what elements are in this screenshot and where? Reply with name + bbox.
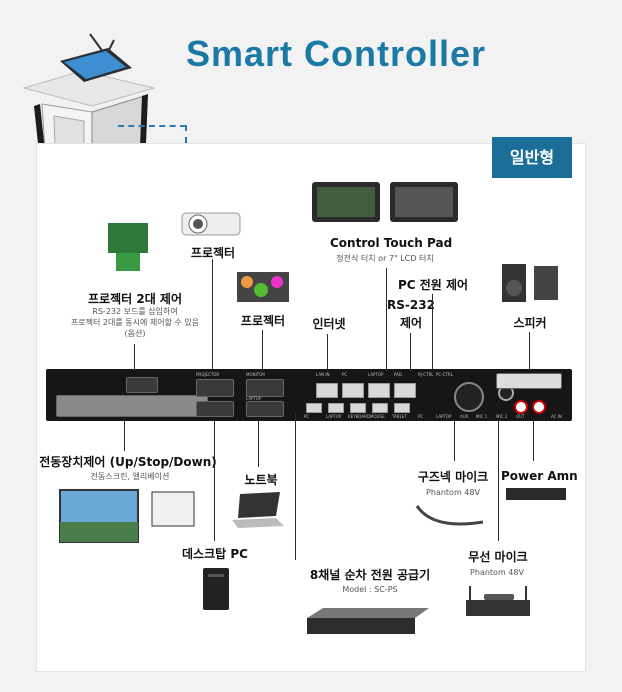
gooseneck-label: 구즈넥 마이크: [417, 470, 489, 484]
dual-projector-sub2: 프로젝터 2대를 동시에 제어할 수 있음: [70, 318, 200, 327]
line-projector-top: [212, 259, 213, 369]
port-label: AUX: [460, 414, 469, 419]
port-label: KEYBOARD: [348, 414, 370, 419]
notebook-icon: [232, 492, 284, 528]
rs232-label-b: 제어: [399, 316, 423, 330]
usb-tablet-port: [394, 403, 410, 413]
port-label: RJ-CTRL: [418, 372, 434, 377]
terminal-block: [56, 395, 208, 417]
line-desktop: [214, 421, 215, 541]
usb-pc-port: [306, 403, 322, 413]
line-power-amp: [533, 421, 534, 461]
port-label: LAPTOP: [326, 414, 342, 419]
control-pad-sub: 정전식 터치 or 7" LCD 터치: [336, 254, 434, 263]
port-label: LAPTOP: [436, 414, 452, 419]
port-label: MONITOR: [246, 372, 266, 377]
rca-out-port: [514, 400, 546, 414]
notebook-label: 노트북: [244, 473, 278, 487]
usb-keyboard-port: [350, 403, 366, 413]
sequencer-label: 8채널 순차 전원 공급기: [309, 568, 431, 582]
line-speaker: [529, 332, 530, 369]
sequencer-icon: [307, 608, 429, 634]
laptop-vga-port: [246, 401, 284, 417]
relay-port: [126, 377, 158, 393]
dual-projector-sub1: RS-232 보드를 삽입하여: [92, 307, 178, 316]
line-pad: [386, 268, 387, 369]
speaker-terminal: [496, 373, 562, 389]
line-dual-projector: [134, 344, 135, 378]
desktop-label: 데스크탑 PC: [182, 547, 248, 561]
projector-top-icon: [181, 212, 241, 236]
sequencer-sub: Model : SC-PS: [342, 585, 398, 594]
rs232-label: RS-232: [387, 298, 435, 312]
projector-port: [196, 379, 234, 397]
line-projector2: [262, 330, 263, 369]
lan-in-port: [316, 383, 338, 398]
podium-connector: [118, 125, 186, 127]
speaker-label: 스피커: [513, 316, 547, 330]
monitor-port: [246, 379, 284, 397]
pc-vga-port: [196, 401, 234, 417]
port-label: MIC 2: [496, 414, 508, 419]
projector2-icon: [237, 272, 289, 302]
port-label: MIC 1: [476, 414, 488, 419]
line-wireless: [498, 421, 499, 541]
pc-power-label: PC 전원 제어: [397, 278, 469, 292]
power-amp-label: Power Amn: [501, 469, 578, 483]
internet-label: 인터넷: [312, 317, 346, 331]
rs232-board-icon: [108, 223, 148, 271]
line-motor: [124, 421, 125, 451]
controller-device: PROJECTOR MONITOR LAN IN PC LAPTOP PAD RJ-CTRL…: [46, 369, 572, 421]
dual-projector-label: 프로젝터 2대 제어: [88, 292, 182, 306]
port-label: PC: [418, 414, 424, 419]
line-gooseneck: [454, 421, 455, 461]
wireless-label: 무선 마이크: [468, 550, 528, 564]
port-label: MOUSE: [370, 414, 385, 419]
desktop-icon: [203, 568, 229, 610]
line-pc-power: [432, 294, 433, 369]
laptop-lan-port: [368, 383, 390, 398]
port-label: PROJECTOR: [196, 372, 220, 377]
port-label: LAPTOP: [368, 372, 384, 377]
dual-projector-sub3: (옵션): [124, 329, 146, 338]
line-notebook: [258, 421, 259, 467]
pc-lan-port: [342, 383, 364, 398]
motor-screen-icon: [59, 489, 195, 543]
line-internet: [327, 334, 328, 369]
gooseneck-sub: Phantom 48V: [426, 488, 480, 497]
power-amp-icon: [506, 488, 566, 500]
mic1-port: [454, 382, 484, 412]
port-label: PC: [304, 414, 310, 419]
port-label: PAD: [394, 372, 402, 377]
line-rs232: [410, 333, 411, 369]
gooseneck-mic-icon: [415, 505, 484, 526]
motor-label: 전동장치제어 (Up/Stop/Down): [39, 455, 217, 469]
pad-port: [394, 383, 416, 398]
port-label: OUT: [516, 414, 525, 419]
motor-sub: 전동스크린, 엘리베이션: [90, 472, 170, 481]
type-badge: 일반형: [492, 137, 572, 178]
line-sequencer: [295, 412, 296, 560]
usb-mouse-port: [372, 403, 388, 413]
control-pad-icon: [312, 182, 458, 222]
port-label: PC-CTRL: [436, 372, 453, 377]
wireless-sub: Phantom 48V: [470, 568, 524, 577]
projector-top-label: 프로젝터: [190, 246, 236, 260]
usb-laptop-port: [328, 403, 344, 413]
port-label: LAN IN: [316, 372, 330, 377]
port-label: AC IN: [551, 414, 562, 419]
wireless-mic-icon: [466, 586, 530, 616]
projector2-label: 프로젝터: [240, 314, 286, 328]
port-label: LAPTOP: [246, 396, 262, 401]
port-label: TABLET: [392, 414, 407, 419]
control-pad-label: Control Touch Pad: [330, 236, 453, 250]
page-title: Smart Controller: [186, 33, 487, 74]
podium-connector-v: [185, 125, 187, 143]
port-label: PC: [342, 372, 348, 377]
speaker-icon: [502, 264, 558, 302]
